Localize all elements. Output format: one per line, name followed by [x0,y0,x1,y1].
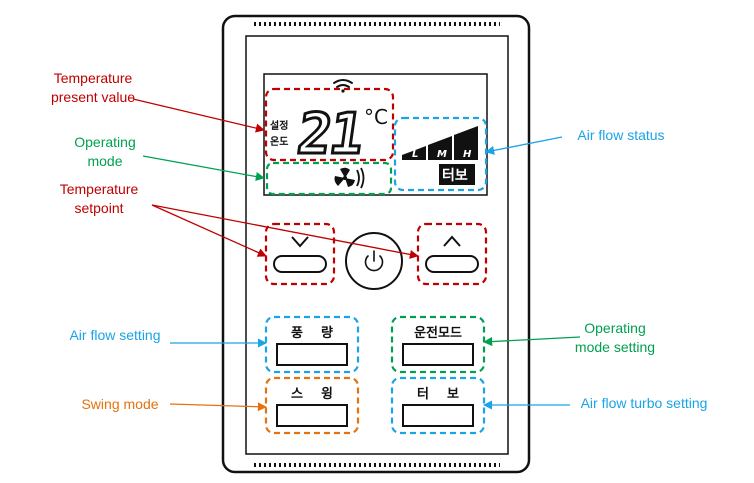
callout-operating-mode-setting: Operating mode setting [560,319,670,357]
temp-up-button[interactable] [425,235,479,273]
fan-level-l: L [412,149,418,160]
callout-operating-mode-line1: Operating [74,134,136,150]
callout-temp-present-line1: Temperature [53,70,133,86]
arrow-temp-present [132,98,265,133]
arrow-air-flow-status [485,136,563,155]
operating-mode-box [265,161,393,196]
temp-down-box [264,222,336,286]
callout-air-flow-setting: Air flow setting [69,327,161,343]
fan-level-h: H [463,149,472,160]
run-mode-button[interactable] [402,343,474,366]
temperature-value: 21 [294,102,367,167]
fan-speed-button[interactable] [276,343,348,366]
fan-speed-label: 풍 량 [290,326,334,341]
arrow-operating-mode-setting [483,336,581,347]
callout-operating-mode-setting-line1: Operating [584,320,646,336]
arrow-setpoint-up [151,204,419,259]
set-label-line2: 온도 [270,136,288,148]
callout-air-flow-turbo-setting: Air flow turbo setting [580,395,708,411]
turbo-badge-bg [439,164,475,185]
callout-temp-present: Temperature present value [38,69,148,107]
callout-operating-mode-setting-line2: mode setting [574,339,656,355]
callout-temp-setpoint-line1: Temperature [59,181,139,197]
wifi-icon [333,79,353,93]
fan-bar-m [428,136,452,160]
temp-up-box [416,222,488,286]
callout-temp-setpoint: Temperature setpoint [44,180,154,218]
turbo-label: 터 보 [416,387,460,402]
run-mode-label: 운전모드 [414,326,462,341]
arrow-operating-mode [142,155,265,182]
fan-level-m: M [437,149,447,160]
swing-label: 스 윙 [290,387,334,402]
fan-icon [334,167,365,189]
temp-present-box [264,87,395,162]
temp-down-button[interactable] [273,236,327,273]
callout-swing-mode: Swing mode [81,396,159,412]
callout-temp-setpoint-line2: setpoint [74,200,124,216]
callout-operating-mode: Operating mode [50,133,160,171]
callout-air-flow-status: Air flow status [577,127,665,143]
set-label-line1: 설정 [270,119,288,132]
fan-bar-h [454,126,478,160]
power-icon [364,250,384,272]
chevron-up-icon [443,235,461,247]
turbo-button[interactable] [402,404,474,427]
turbo-badge: 터보 [442,168,468,184]
power-button[interactable] [345,232,403,290]
callout-temp-present-line2: present value [50,89,136,105]
arrow-swing-mode [169,402,267,412]
temperature-unit: °C [364,105,388,129]
callout-operating-mode-line2: mode [87,153,123,169]
fan-bar-l [402,146,426,160]
swing-button[interactable] [276,404,348,427]
arrow-setpoint-down [151,204,267,257]
chevron-down-icon [291,236,309,248]
